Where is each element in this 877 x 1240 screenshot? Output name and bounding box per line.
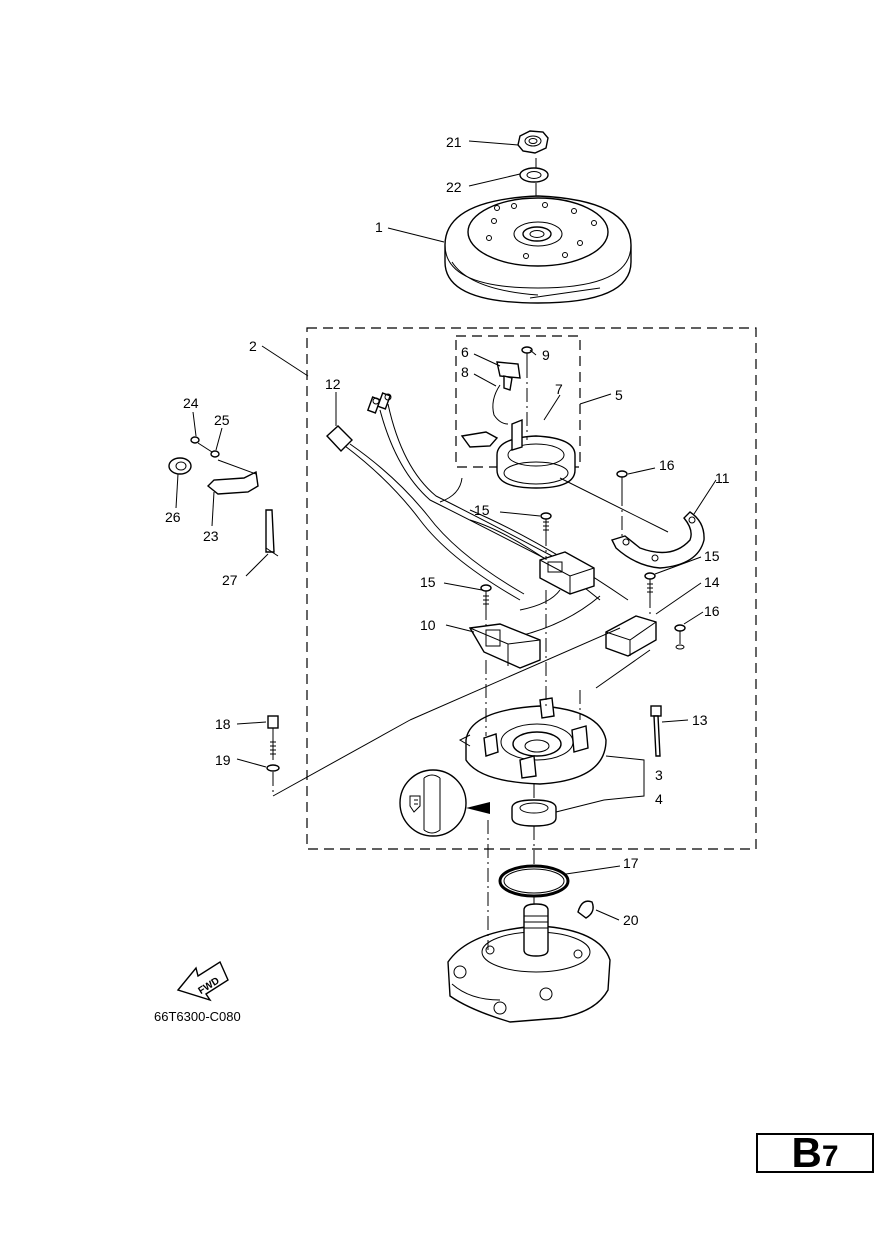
callout-5: 5	[615, 387, 623, 403]
alignment-lines	[272, 158, 651, 950]
part-stator-base	[458, 697, 607, 785]
callout-23: 23	[203, 528, 219, 544]
callout-7: 7	[555, 381, 563, 397]
part-nut	[517, 130, 549, 154]
part-pulser-coil	[460, 418, 576, 489]
part-wire-harness	[326, 392, 629, 641]
callout-19: 19	[215, 752, 231, 768]
part-o-ring	[498, 864, 570, 898]
callout-22: 22	[446, 179, 462, 195]
callout-24: 24	[183, 395, 199, 411]
part-screw-16-top	[616, 470, 628, 492]
link-line-19b	[409, 627, 621, 721]
part-cable-tie	[650, 705, 662, 757]
link-line-19	[272, 719, 411, 797]
part-bolt-18	[267, 715, 279, 760]
part-washer	[519, 167, 549, 183]
callout-27: 27	[222, 572, 238, 588]
o-ring-inner	[503, 868, 565, 894]
page-section-letter: B	[791, 1129, 822, 1176]
callout-10: 10	[420, 617, 436, 633]
part-charge-coil-right	[605, 615, 657, 657]
part-grommet-26	[168, 457, 192, 475]
part-retaining-plate	[611, 511, 705, 569]
part-screw-15-top	[540, 512, 552, 532]
callout-14: 14	[704, 574, 720, 590]
part-screw-15-left	[480, 584, 492, 606]
stator-assembly-boundary	[306, 327, 757, 850]
seal-install-detail	[399, 769, 490, 837]
callout-8: 8	[461, 364, 469, 380]
callout-18: 18	[215, 716, 231, 732]
link-line-11	[559, 477, 669, 533]
callout-13: 13	[692, 712, 708, 728]
callout-16-right: 16	[704, 603, 720, 619]
link-line-14	[595, 649, 651, 689]
callout-15-top: 15	[474, 502, 490, 518]
part-flywheel	[444, 195, 632, 304]
callout-12: 12	[325, 376, 341, 392]
part-screw-24	[190, 436, 213, 453]
part-woodruff-key	[577, 900, 594, 919]
callout-6: 6	[461, 344, 469, 360]
part-screw-16-right	[674, 624, 686, 650]
callout-16-top: 16	[659, 457, 675, 473]
page-number-box: B 7	[756, 1129, 874, 1176]
callout-15-left: 15	[420, 574, 436, 590]
part-clamp	[496, 361, 521, 391]
callout-21: 21	[446, 134, 462, 150]
part-ignition-coil	[468, 623, 541, 669]
callout-3: 3	[655, 767, 663, 783]
part-bracket-23	[206, 459, 259, 495]
callout-2: 2	[249, 338, 257, 354]
engine-crankcase	[447, 903, 611, 1023]
part-charge-coil-upper	[539, 551, 595, 595]
callout-1: 1	[375, 219, 383, 235]
part-oil-seal	[511, 799, 557, 827]
leader-lines	[175, 140, 717, 921]
callout-20: 20	[623, 912, 639, 928]
callout-15-right: 15	[704, 548, 720, 564]
callout-17: 17	[623, 855, 639, 871]
callout-9: 9	[542, 347, 550, 363]
part-lead-wire	[492, 384, 509, 425]
part-screw-9	[521, 346, 533, 364]
callout-4: 4	[655, 791, 663, 807]
part-clamp-27	[265, 509, 279, 557]
part-screw-15-right	[644, 572, 656, 594]
part-washer-19	[266, 764, 280, 772]
part-washer-25	[210, 450, 220, 458]
diagram-code: 66T6300-C080	[154, 1009, 241, 1024]
callout-26: 26	[165, 509, 181, 525]
callout-25: 25	[214, 412, 230, 428]
page-section-number: 7	[821, 1140, 839, 1173]
callout-11: 11	[715, 470, 730, 486]
fwd-arrow-icon: FWD	[176, 960, 229, 1002]
